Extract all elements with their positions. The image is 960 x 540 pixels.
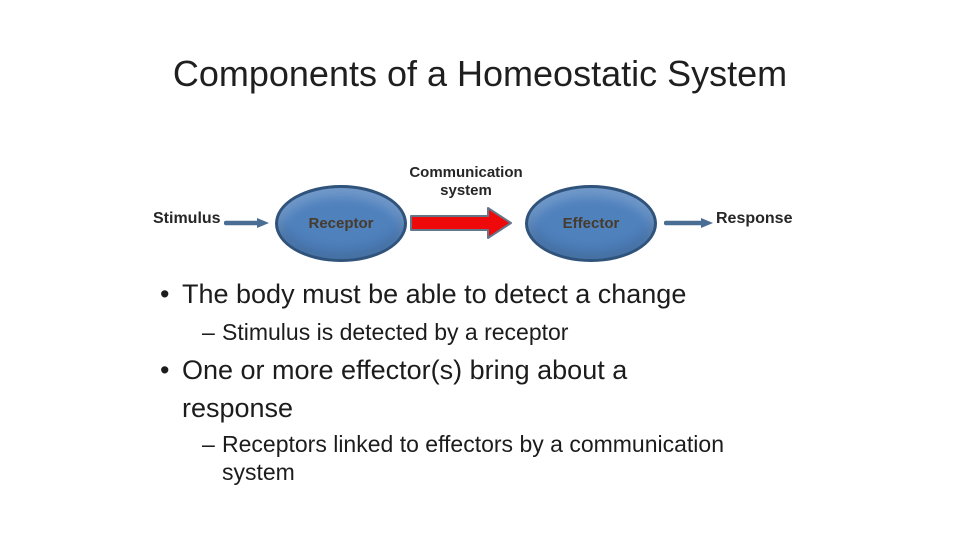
effector-ellipse: Effector xyxy=(525,185,657,262)
stimulus-label: Stimulus xyxy=(153,210,221,227)
sub-bullet-2-text-line2: system xyxy=(222,459,295,485)
slide-title: Components of a Homeostatic System xyxy=(172,53,788,94)
bullet-2-text-line1: One or more effector(s) bring about a xyxy=(182,355,628,385)
sub-bullet-1-text: Stimulus is detected by a receptor xyxy=(222,319,569,345)
communication-label-line2: system xyxy=(440,182,492,199)
effector-to-response-arrow-icon xyxy=(664,218,713,228)
communication-system-arrow-icon xyxy=(410,207,512,239)
receptor-ellipse: Receptor xyxy=(275,185,407,262)
bullet-1-text: The body must be able to detect a change xyxy=(182,279,687,309)
response-label: Response xyxy=(716,210,793,227)
bullet-2-text-line2: response xyxy=(182,393,294,423)
communication-label-line1: Communication xyxy=(409,164,523,181)
bullet-glyph: • xyxy=(160,355,170,385)
communication-system-label: Communication system xyxy=(391,164,541,200)
receptor-label: Receptor xyxy=(308,215,374,232)
effector-label: Effector xyxy=(562,215,620,232)
dash-glyph: – xyxy=(202,319,215,345)
stimulus-to-receptor-arrow-icon xyxy=(224,218,269,228)
dash-glyph: – xyxy=(202,431,215,457)
sub-bullet-2-text-line1: Receptors linked to effectors by a commu… xyxy=(222,431,724,457)
bullet-glyph: • xyxy=(160,279,170,309)
